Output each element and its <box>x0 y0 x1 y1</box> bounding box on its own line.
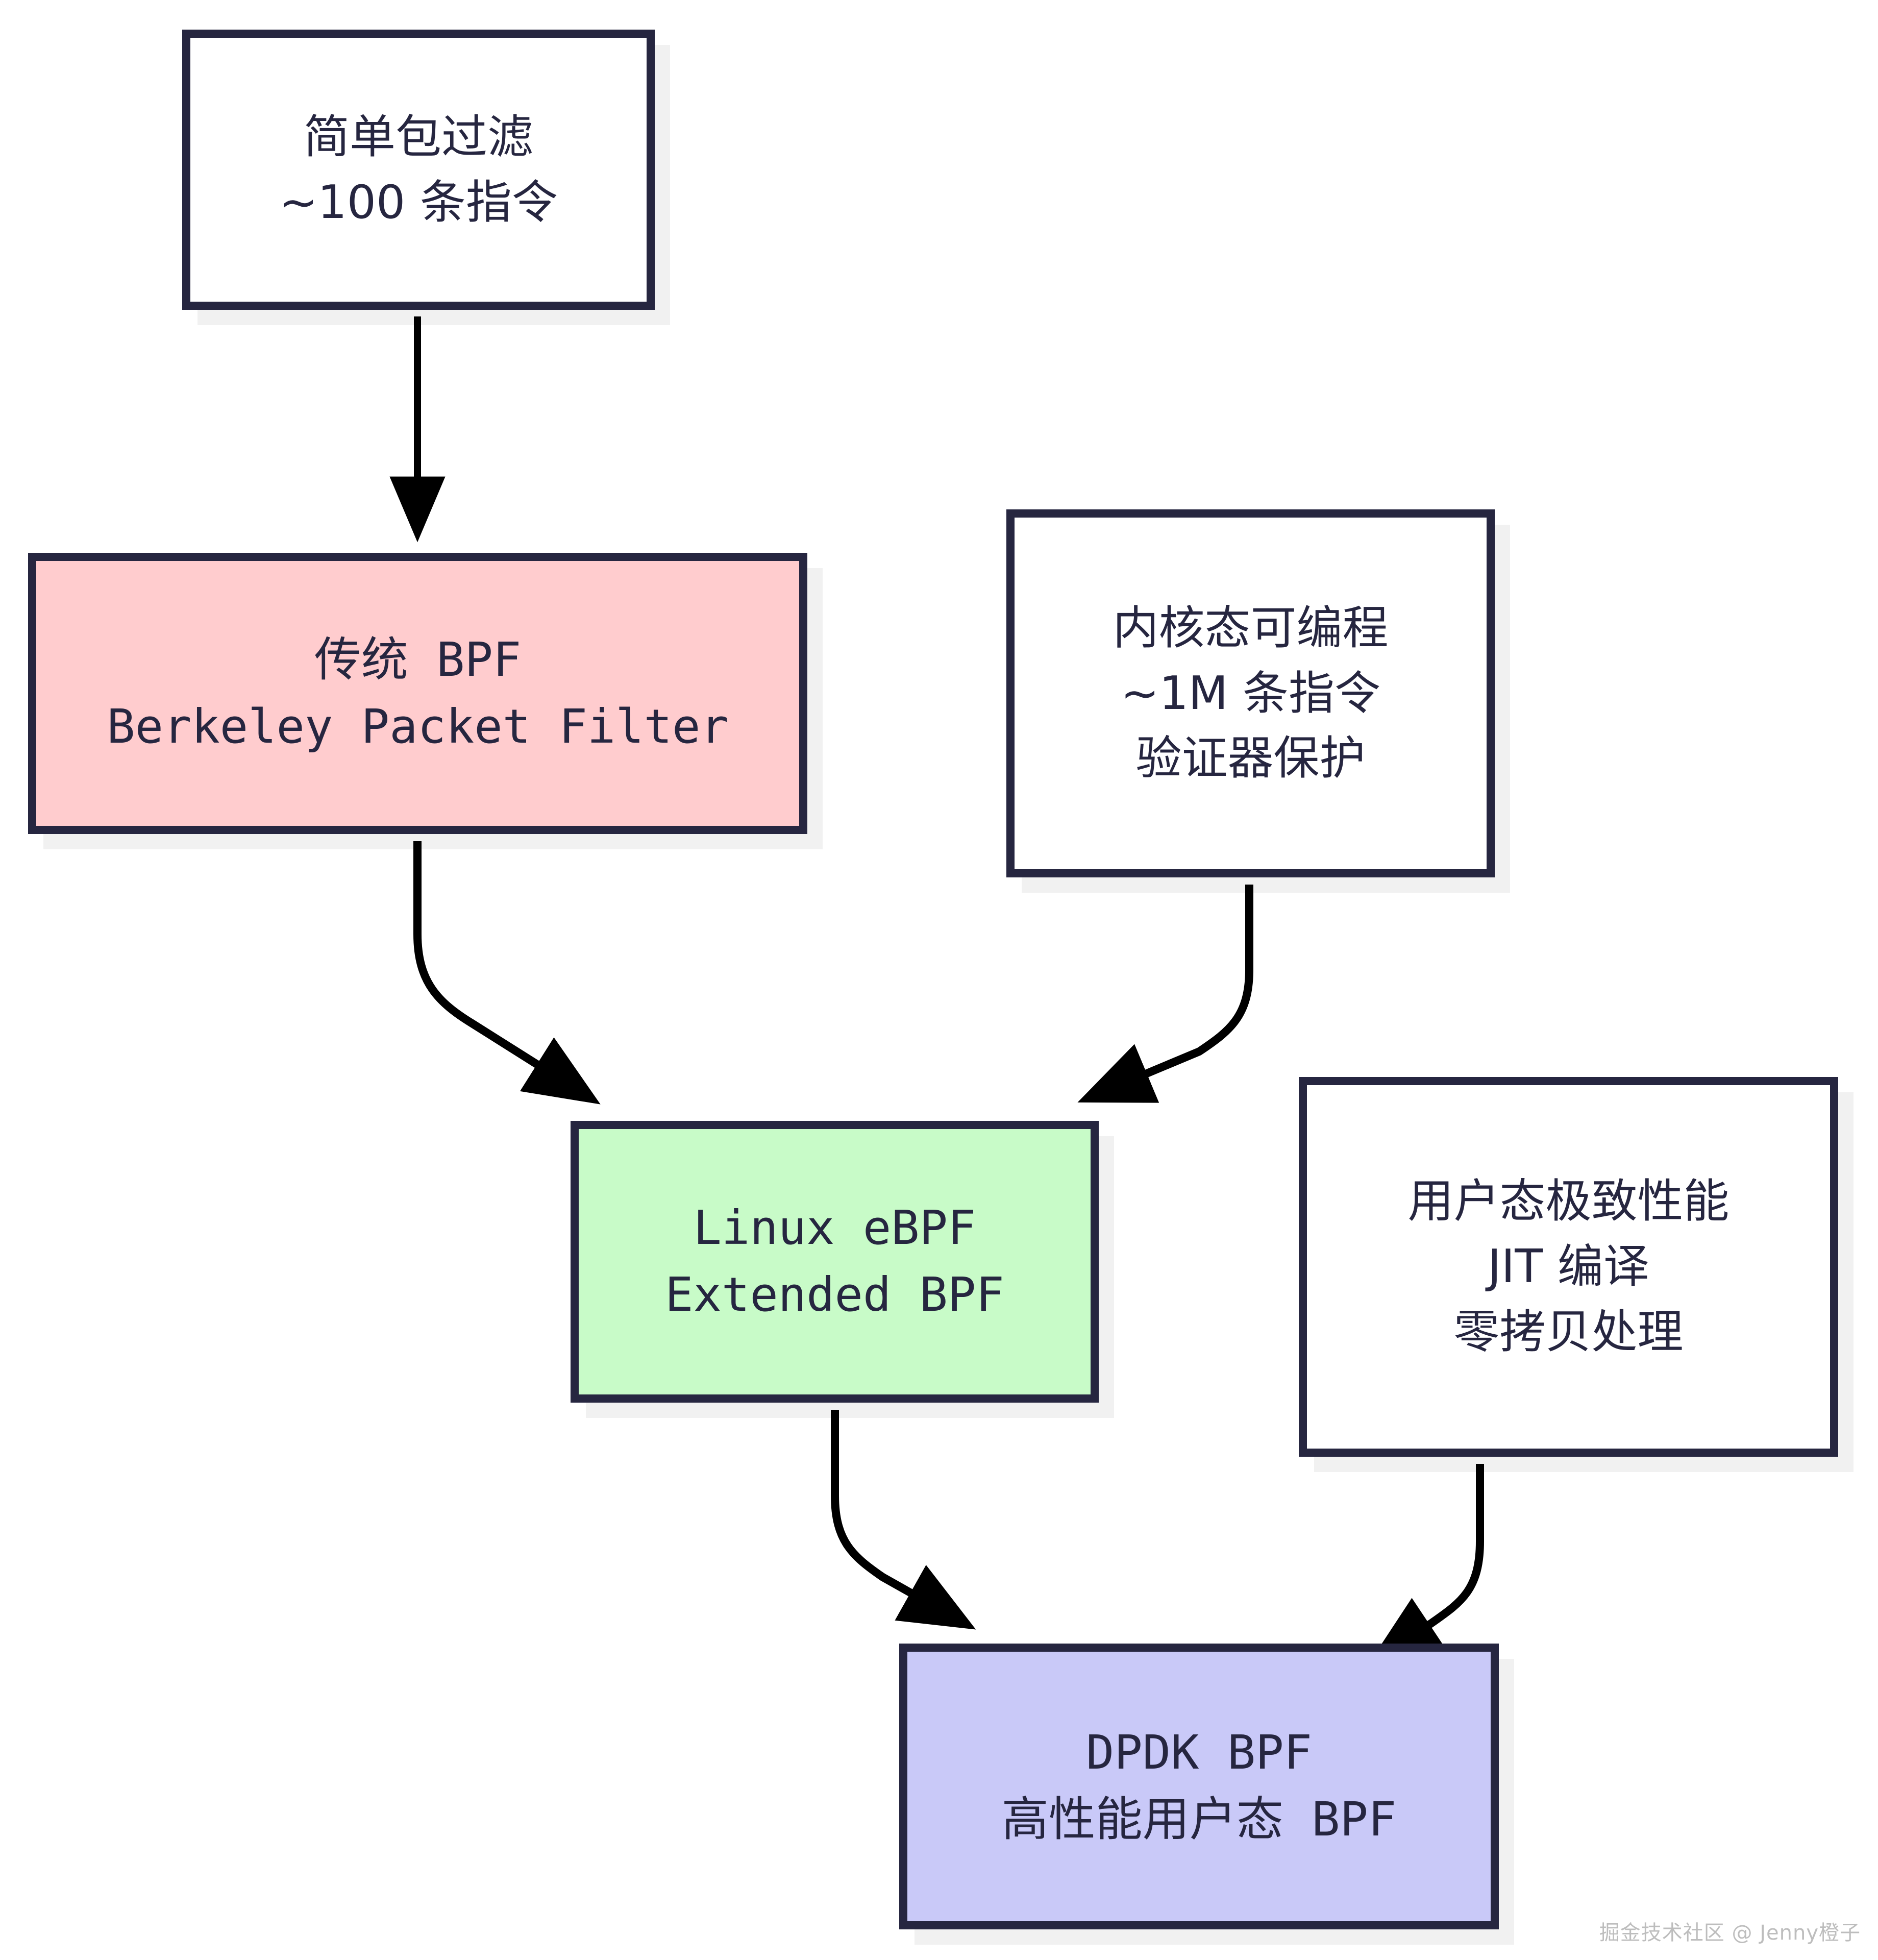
node-kernel-programmable[interactable]: 内核态可编程 ~1M 条指令 验证器保护 <box>1006 509 1495 877</box>
node-userspace-performance[interactable]: 用户态极致性能 JIT 编译 零拷贝处理 <box>1299 1077 1838 1457</box>
node-kernel-programmable-line-1: 内核态可编程 <box>1113 601 1389 655</box>
node-dpdk-bpf-line-1: DPDK BPF <box>1085 1725 1313 1780</box>
node-linux-ebpf-line-1: Linux eBPF <box>693 1200 976 1256</box>
watermark: 掘金技术社区 @ Jenny橙子 <box>1599 1921 1861 1945</box>
node-simple-filter[interactable]: 简单包过滤 ~100 条指令 <box>182 30 655 310</box>
node-userspace-performance-line-2: JIT 编译 <box>1488 1240 1649 1294</box>
node-simple-filter-line-1: 简单包过滤 <box>304 110 533 164</box>
node-kernel-programmable-line-3: 验证器保护 <box>1135 731 1366 786</box>
node-classic-bpf-line-2: Berkeley Packet Filter <box>107 699 729 754</box>
node-simple-filter-line-2: ~100 条指令 <box>279 175 558 229</box>
node-userspace-performance-line-3: 零拷贝处理 <box>1453 1305 1684 1359</box>
edge-classic-bpf-to-linux-ebpf <box>413 841 601 1105</box>
edge-user-perf-to-dpdk-bpf <box>1367 1464 1484 1667</box>
edge-kernel-prog-to-linux-ebpf <box>1077 885 1253 1103</box>
node-linux-ebpf-line-2: Extended BPF <box>665 1267 1004 1322</box>
node-dpdk-bpf-line-2: 高性能用户态 BPF <box>1001 1792 1397 1847</box>
node-classic-bpf[interactable]: 传统 BPF Berkeley Packet Filter <box>28 553 807 834</box>
node-dpdk-bpf[interactable]: DPDK BPF 高性能用户态 BPF <box>899 1644 1499 1929</box>
node-classic-bpf-line-1: 传统 BPF <box>314 632 522 687</box>
node-kernel-programmable-line-2: ~1M 条指令 <box>1121 666 1380 720</box>
edge-linux-ebpf-to-dpdk-bpf <box>831 1410 976 1630</box>
node-userspace-performance-line-1: 用户态极致性能 <box>1407 1174 1729 1229</box>
node-linux-ebpf[interactable]: Linux eBPF Extended BPF <box>571 1121 1099 1403</box>
